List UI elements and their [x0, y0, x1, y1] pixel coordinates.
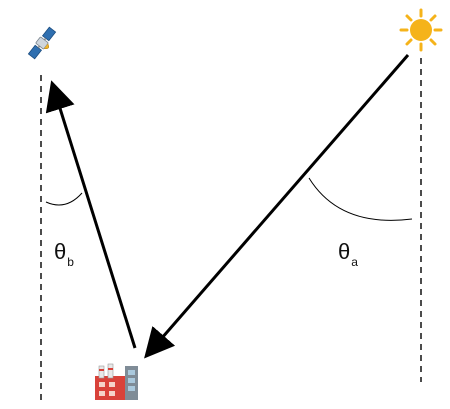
reflected-ray-arrow — [45, 80, 137, 349]
theta-b-label: θb — [54, 239, 74, 269]
theta-b-subscript: b — [67, 255, 74, 269]
angle-arc-b — [45, 192, 83, 206]
incident-ray-arrow — [144, 54, 410, 359]
theta-a-symbol: θ — [338, 239, 351, 264]
sun-icon — [399, 8, 443, 52]
theta-a-subscript: a — [351, 255, 358, 269]
factory-icon — [95, 363, 138, 400]
theta-a-label: θa — [338, 239, 358, 269]
satellite-icon — [27, 26, 57, 60]
angle-arc-a — [308, 177, 413, 221]
theta-b-symbol: θ — [54, 239, 67, 264]
